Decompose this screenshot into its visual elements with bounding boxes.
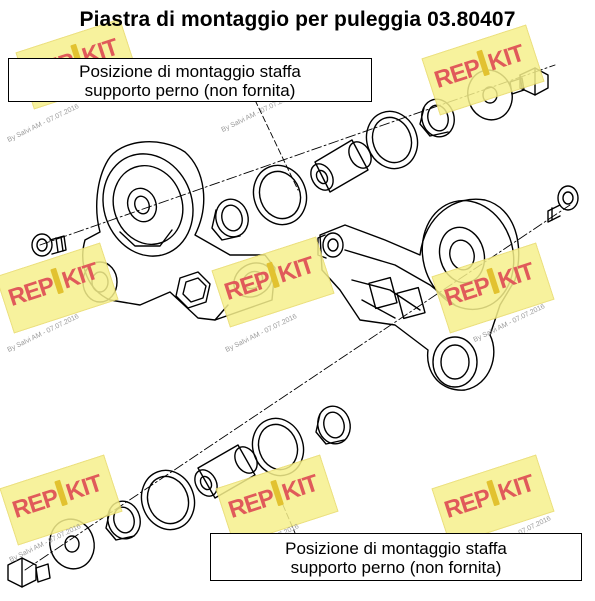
callout-top-line2: supporto perno (non fornita) xyxy=(84,81,296,100)
watermark-stamp: REPKIT xyxy=(211,236,335,328)
page-title: Piastra di montaggio per puleggia 03.804… xyxy=(79,8,516,31)
ring-upper-1 xyxy=(252,164,308,226)
left-small-bolt xyxy=(31,233,67,257)
sleeve-upper xyxy=(310,139,372,193)
leader-line-top xyxy=(254,99,299,191)
flanged-bush-upper-right xyxy=(419,98,455,138)
callout-bottom: Posizione di montaggio staffa supporto p… xyxy=(210,533,582,581)
watermark-stamp: REPKIT xyxy=(431,454,555,546)
callout-top-line1: Posizione di montaggio staffa xyxy=(79,62,301,81)
watermark-stamp: REPKIT xyxy=(0,242,119,334)
ring-upper-2 xyxy=(365,110,419,170)
watermark-stamp: REPKIT xyxy=(215,454,339,546)
bolt-lower xyxy=(7,557,51,588)
right-small-bolt xyxy=(547,185,579,223)
ring-lower-2 xyxy=(140,469,196,531)
watermark-stamp: REPKIT xyxy=(421,24,545,116)
callout-bottom-line1: Posizione di montaggio staffa xyxy=(285,539,507,558)
callout-top: Posizione di montaggio staffa supporto p… xyxy=(8,58,372,102)
watermark-stamp: REPKIT xyxy=(0,454,123,546)
callout-bottom-line2: supporto perno (non fornita) xyxy=(290,558,502,577)
flanged-bush-upper-left xyxy=(211,198,249,241)
flanged-bush-lower-right xyxy=(315,405,351,445)
